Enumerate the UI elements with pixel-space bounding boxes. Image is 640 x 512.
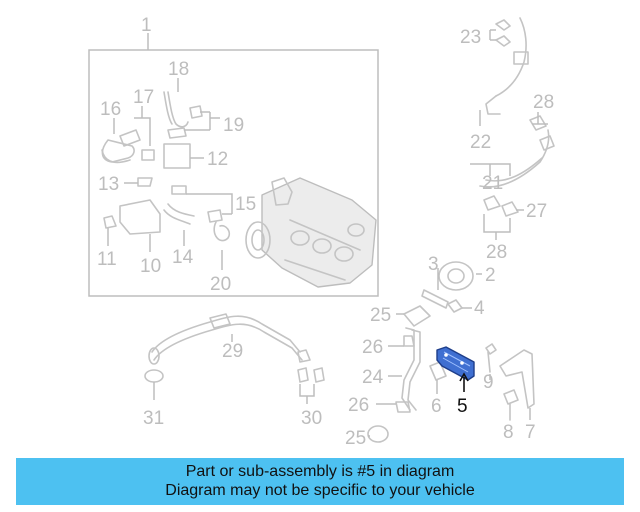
callout-2: 2	[485, 265, 496, 286]
callout-6: 6	[431, 396, 442, 417]
callout-27: 27	[526, 201, 547, 222]
callout-28-bottom: 28	[486, 242, 507, 263]
info-banner: Part or sub-assembly is #5 in diagram Di…	[16, 458, 624, 505]
right-top-parts	[470, 17, 555, 240]
callout-4: 4	[474, 298, 485, 319]
turbo-manifold-illustration	[245, 177, 377, 288]
callout-26-top: 26	[362, 337, 383, 358]
callout-13: 13	[98, 174, 119, 195]
lower-middle-parts	[367, 327, 447, 443]
callout-15: 15	[235, 194, 256, 215]
callout-5: 5	[457, 396, 468, 417]
callout-10: 10	[140, 256, 161, 277]
callout-19: 19	[223, 115, 244, 136]
callout-25-bottom: 25	[345, 428, 366, 449]
callout-7: 7	[525, 422, 536, 443]
banner-line-2: Diagram may not be specific to your vehi…	[165, 482, 475, 499]
assembly-box-1	[88, 49, 379, 297]
banner-line-1: Part or sub-assembly is #5 in diagram	[185, 463, 455, 480]
callout-17: 17	[133, 87, 154, 108]
callout-1: 1	[141, 15, 152, 36]
callout-9: 9	[483, 372, 494, 393]
box-small-parts	[101, 91, 231, 242]
callout-8: 8	[503, 422, 514, 443]
highlighted-part-5	[436, 346, 475, 392]
callout-30: 30	[301, 408, 322, 429]
callout-23: 23	[460, 27, 481, 48]
callout-16: 16	[100, 99, 121, 120]
callout-18: 18	[168, 59, 189, 80]
callout-31: 31	[143, 408, 164, 429]
callout-11: 11	[97, 249, 117, 270]
callout-22: 22	[470, 132, 491, 153]
callout-25-top: 25	[370, 305, 391, 326]
callout-28-top: 28	[533, 92, 554, 113]
leader-lines	[107, 78, 233, 270]
parts-diagram: 1 2 3 4 5 6 7 8 9 11 12 13 14 15 16 17 1…	[88, 15, 555, 449]
callout-3: 3	[428, 254, 439, 275]
middle-right-parts	[396, 261, 482, 327]
callout-21: 21	[482, 173, 503, 194]
lower-left-parts	[144, 313, 325, 404]
callout-29: 29	[222, 341, 243, 362]
callout-20: 20	[210, 274, 231, 295]
lower-right-parts	[485, 343, 535, 421]
callout-labels: 1 2 3 4 5 6 7 8 9 11 12 13 14 15 16 17 1…	[97, 15, 554, 449]
callout-12: 12	[207, 149, 228, 170]
callout-26-bottom: 26	[348, 395, 369, 416]
callout-14: 14	[172, 247, 194, 268]
callout-24: 24	[362, 367, 384, 388]
